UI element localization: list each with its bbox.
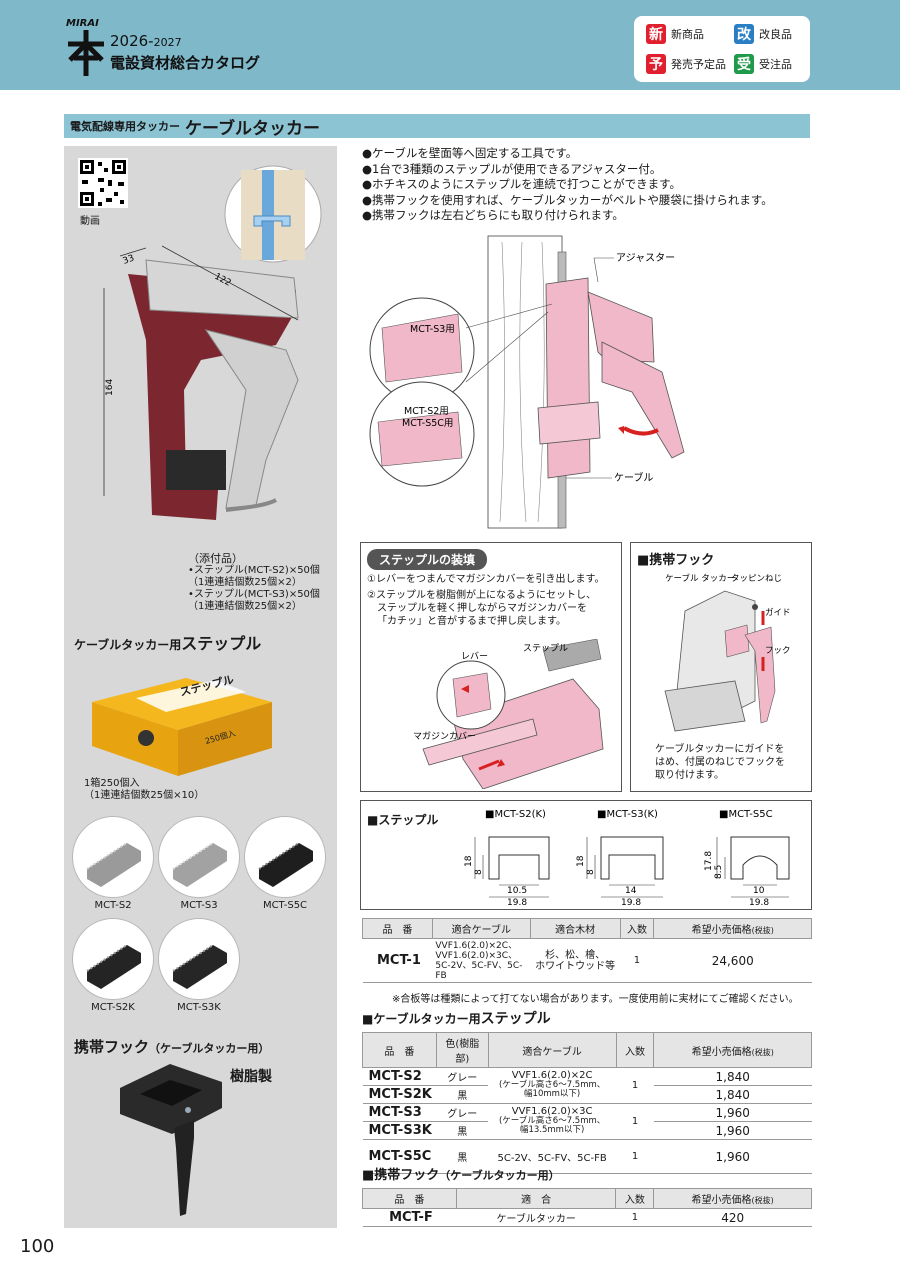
svg-text:8: 8 xyxy=(586,869,596,875)
label-s3: MCT-S3用 xyxy=(410,324,455,335)
table-row: MCT-S2K 黒 1,840 xyxy=(362,1085,812,1104)
product-legend: 新 新商品 改 改良品 予 発売予定品 受 受注品 xyxy=(634,16,810,82)
legend-upcoming: 予 発売予定品 xyxy=(646,54,726,74)
legend-improved: 改 改良品 xyxy=(734,24,792,44)
circle-label-s3k: MCT-S3K xyxy=(177,1002,221,1013)
upcoming-badge-icon: 予 xyxy=(646,54,666,74)
section-subtitle: 電気配線専用タッカー xyxy=(70,120,180,133)
svg-text:■MCT-S5C: ■MCT-S5C xyxy=(719,809,773,820)
svg-text:8.5: 8.5 xyxy=(714,865,724,879)
hook-table-heading: ■携帯フック（ケーブルタッカー用） xyxy=(362,1168,560,1183)
table-row: MCT-S5C 黒 5C-2V、5C-FV、5C-FB 1 1,960 xyxy=(362,1139,812,1174)
accessory-title: （添付品） xyxy=(188,552,243,565)
svg-text:18: 18 xyxy=(464,855,474,867)
table-row: MCT-F ケーブルタッカー 1 420 xyxy=(362,1208,812,1227)
label-cable: ケーブル xyxy=(614,471,653,484)
svg-text:19.8: 19.8 xyxy=(507,898,527,908)
staple-dims-title: ■ステップル xyxy=(367,813,439,827)
video-label: 動画 xyxy=(80,216,100,227)
staple-dims-drawings: ■MCT-S2(K) 18 8 10.5 19.8 ■MCT-S3(K) 18 … xyxy=(464,809,790,908)
circle-label-s2: MCT-S2 xyxy=(94,900,132,911)
hook-caption: ケーブルタッカーにガイドを はめ、付属のねじでフックを 取り付けます。 xyxy=(655,744,785,781)
label-s5c: MCT-S5C用 xyxy=(402,418,453,429)
section-title: ケーブルタッカー xyxy=(185,118,320,139)
catalog-title: 電設資材総合カタログ xyxy=(110,54,261,72)
label-screw: タッピンねじ xyxy=(731,574,782,584)
staple-box-photo: ステップル 250個入 xyxy=(92,672,272,776)
label-lever: レバー xyxy=(461,651,488,662)
mirai-logo-icon: MIRAI xyxy=(66,18,104,76)
dim-164: 164 xyxy=(105,379,115,396)
label-hook: フック xyxy=(765,646,791,656)
svg-text:■MCT-S3(K): ■MCT-S3(K) xyxy=(597,809,658,820)
page-number: 100 xyxy=(20,1236,55,1257)
loading-steps: ①レバーをつまんでマガジンカバーを引き出します。 ②ステップルを樹脂側が上になる… xyxy=(367,574,605,627)
usage-diagram: アジャスター MCT-S3用 MCT-S2用 MCT-S5C用 ケーブル xyxy=(369,235,685,529)
staple-table: 品 番 色(樹脂部) 適合ケーブル 入数 希望小売価格(税抜) MCT-S2 グ… xyxy=(362,1032,812,1174)
legend-new: 新 新商品 xyxy=(646,24,704,44)
label-adjuster: アジャスター xyxy=(616,252,675,264)
table-row: MCT-S3 グレー VVF1.6(2.0)×3C (ケーブル高さ6～7.5mm… xyxy=(362,1103,812,1140)
hook-panel: ■携帯フック ケーブル タッカー タッピンねじ ガイド フック ケーブルタッカー… xyxy=(630,542,812,792)
hook-table: 品 番 適 合 入数 希望小売価格(税抜) MCT-F ケーブルタッカー 1 4… xyxy=(362,1188,812,1227)
svg-text:19.8: 19.8 xyxy=(749,898,769,908)
loading-illustration: ステップル レバー マガジンカバー xyxy=(413,639,604,789)
staple-photo-s3 xyxy=(158,816,240,898)
staple-table-heading: ■ケーブルタッカー用ステップル xyxy=(362,1011,551,1027)
box-caption: 1箱250個入 （1連連結個数25個×10） xyxy=(84,778,205,801)
table-row: MCT-S2 グレー VVF1.6(2.0)×2C (ケーブル高さ6～7.5mm… xyxy=(362,1067,812,1104)
loading-title: ステップルの装填 xyxy=(367,549,488,570)
staple-photo-s2k xyxy=(72,918,154,1000)
hook-panel-title: ■携帯フック xyxy=(637,553,715,568)
svg-text:18: 18 xyxy=(576,855,586,867)
circle-label-s3: MCT-S3 xyxy=(180,900,218,911)
tacker-photo: 164 33 122 xyxy=(103,165,322,520)
staple-photo-s2 xyxy=(72,816,154,898)
staple-dims-panel: ■ステップル ■MCT-S2(K) 18 8 10.5 19.8 ■MCT-S3… xyxy=(360,800,812,910)
improved-badge-icon: 改 xyxy=(734,24,754,44)
new-badge-icon: 新 xyxy=(646,24,666,44)
hook-heading: 携帯フック（ケーブルタッカー用） xyxy=(74,1038,270,1056)
svg-text:■MCT-S2(K): ■MCT-S2(K) xyxy=(485,809,546,820)
qr-code-icon[interactable] xyxy=(78,158,128,208)
table-note: ※合板等は種類によって打てない場合があります。一度使用前に実材にてご確認ください… xyxy=(392,994,799,1005)
svg-text:MIRAI: MIRAI xyxy=(66,18,99,29)
svg-text:19.8: 19.8 xyxy=(621,898,641,908)
circle-label-s2k: MCT-S2K xyxy=(91,1002,135,1013)
catalog-year: 2026-2027 xyxy=(110,32,182,50)
loading-panel: ステップルの装填 ①レバーをつまんでマガジンカバーを引き出します。 ②ステップル… xyxy=(360,542,622,792)
table-row: MCT-1 VVF1.6(2.0)×2C、 VVF1.6(2.0)×3C、 5C… xyxy=(362,938,812,983)
main-product-table: 品 番 適合ケーブル 適合木材 入数 希望小売価格(税抜) MCT-1 VVF1… xyxy=(362,918,812,983)
staple-photo-s3k xyxy=(158,918,240,1000)
label-staple: ステップル xyxy=(523,643,568,654)
accessory-list: •ステップル(MCT-S2)×50個 （1連連結個数25個×2） •ステップル(… xyxy=(188,565,320,612)
label-s2: MCT-S2用 xyxy=(404,406,449,417)
svg-text:17.8: 17.8 xyxy=(704,851,714,871)
section-title-bar: 電気配線専用タッカー ケーブルタッカー xyxy=(64,114,810,139)
staple-heading: ケーブルタッカー用ステップル xyxy=(74,634,262,653)
order-badge-icon: 受 xyxy=(734,54,754,74)
svg-text:10: 10 xyxy=(753,886,765,896)
label-magazine: マガジンカバー xyxy=(413,731,476,742)
svg-text:8: 8 xyxy=(474,869,484,875)
staple-photo-s5c xyxy=(244,816,326,898)
dim-33: 33 xyxy=(122,254,136,267)
circle-label-s5c: MCT-S5C xyxy=(262,900,308,911)
hook-illustration: ケーブル タッカー タッピンねじ ガイド フック xyxy=(664,573,791,732)
svg-text:14: 14 xyxy=(625,886,637,896)
hook-material: 樹脂製 xyxy=(230,1069,272,1085)
legend-order: 受 受注品 xyxy=(734,54,792,74)
svg-text:10.5: 10.5 xyxy=(507,886,527,896)
svg-text:ケーブル タッカー: ケーブル タッカー xyxy=(665,573,735,584)
hook-photo xyxy=(120,1064,222,1216)
label-guide: ガイド xyxy=(765,607,791,618)
feature-list: ●ケーブルを壁面等へ固定する工具です。 ●1台で3種類のステップルが使用できるア… xyxy=(362,146,773,222)
